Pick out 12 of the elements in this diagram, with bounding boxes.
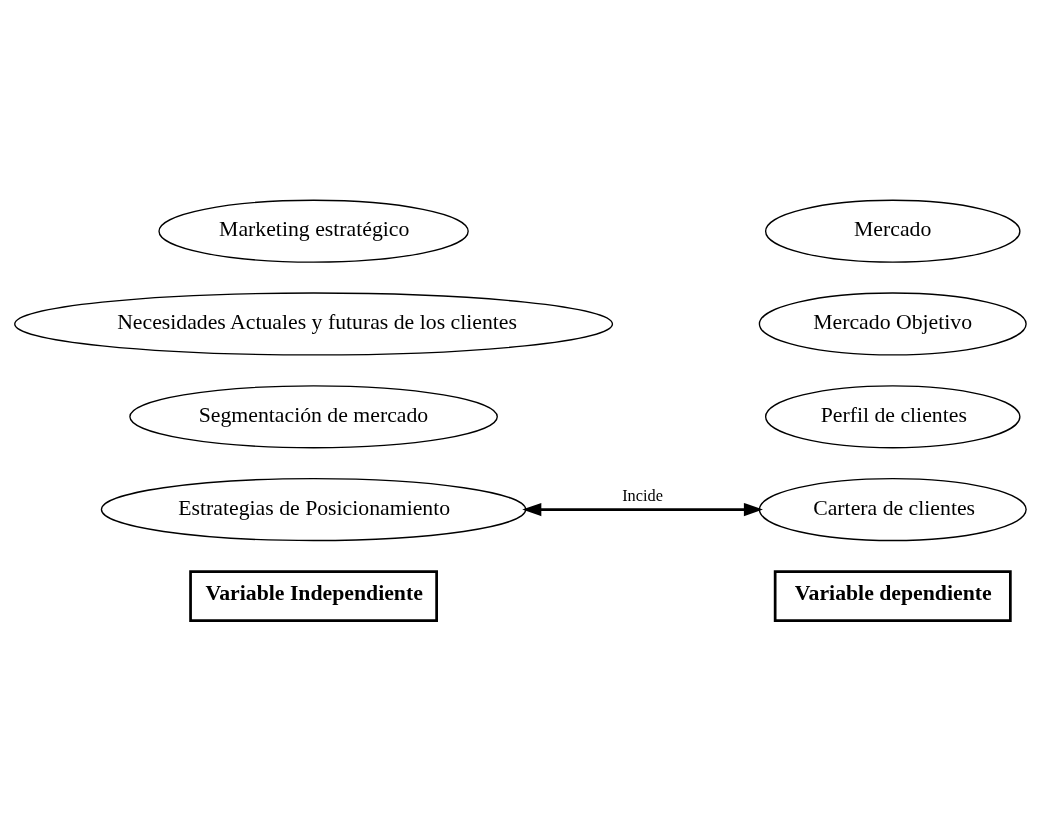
arrow xyxy=(522,502,763,517)
node-ellipse: Necesidades Actuales y futuras de los clientes xyxy=(14,292,614,356)
node-ellipse: Marketing estratégico xyxy=(158,199,469,263)
node-ellipse: Mercado xyxy=(764,199,1021,263)
node-ellipse: Segmentación de mercado xyxy=(129,385,498,449)
node-ellipse: Mercado Objetivo xyxy=(758,292,1027,356)
node-box: Variable dependiente xyxy=(773,570,1012,622)
edge-label: Incide xyxy=(622,485,663,505)
node-ellipse: Estrategias de Posicionamiento xyxy=(100,477,527,542)
node-box: Variable Independiente xyxy=(189,570,438,622)
node-ellipse: Perfil de clientes xyxy=(764,385,1021,449)
node-ellipse: Cartera de clientes xyxy=(758,477,1027,542)
